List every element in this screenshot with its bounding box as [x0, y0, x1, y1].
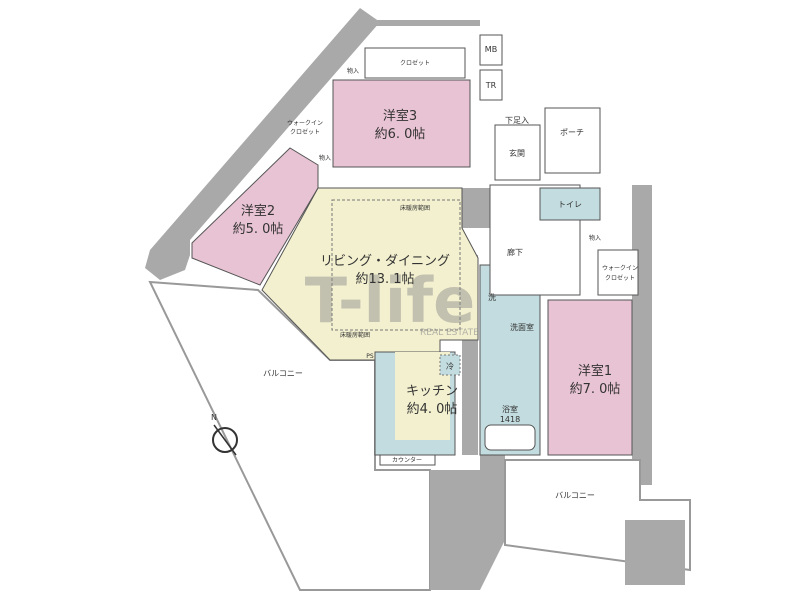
closet-label: クロゼット	[400, 59, 430, 67]
walkin-right-1: ウォークイン	[602, 264, 638, 272]
wall-corner	[625, 520, 685, 585]
room-western1	[547, 299, 633, 456]
walkin-closet-right	[597, 249, 639, 296]
washer-label: 洗	[488, 292, 496, 302]
walkin-left-2: クロゼット	[290, 128, 320, 136]
washroom-label: 洗面室	[510, 322, 534, 332]
storage-label-top: 物入	[347, 67, 359, 75]
tr-closet	[479, 69, 503, 101]
room-washroom	[479, 264, 541, 456]
entrance-label: 玄関	[509, 148, 525, 158]
room-living	[261, 187, 479, 361]
room-toilet	[539, 187, 601, 221]
western1-size: 約7. 0帖	[570, 382, 621, 397]
kitchen-size: 約4. 0帖	[407, 402, 458, 417]
compass-icon	[212, 424, 238, 456]
walkin-left-1: ウォークイン	[287, 119, 323, 127]
western2-size: 約5. 0帖	[233, 222, 284, 237]
balcony-left	[148, 280, 431, 591]
watermark-sub: REAL ESTATE	[420, 328, 479, 338]
room-porch	[544, 107, 601, 174]
bath-tub	[484, 424, 536, 451]
western1-name: 洋室1	[578, 363, 612, 379]
bath-name: 浴室	[502, 404, 518, 414]
outer-wall-left	[145, 8, 380, 280]
compass-north: N	[211, 413, 217, 422]
living-name: リビング・ダイニング	[320, 254, 450, 269]
storage-label-left: 物入	[319, 154, 331, 162]
western3-name: 洋室3	[383, 108, 417, 124]
toilet-label: トイレ	[558, 200, 582, 209]
shoe-storage-label: 下足入	[505, 116, 529, 125]
wall-lower-center	[430, 455, 505, 590]
western3-size: 約6. 0帖	[375, 127, 426, 142]
kitchen-name: キッチン	[406, 384, 458, 399]
tr-label: TR	[485, 81, 497, 90]
fridge-label: 冷	[446, 361, 454, 371]
balcony-left-label: バルコニー	[263, 369, 303, 378]
living-size: 約13. 1帖	[355, 272, 414, 287]
wall-top	[355, 20, 480, 26]
counter	[379, 454, 436, 466]
western2-name: 洋室2	[241, 203, 275, 219]
watermark-logo: T-life	[305, 264, 475, 337]
walkin-right-2: クロゼット	[605, 274, 635, 282]
room-entrance	[494, 124, 541, 181]
counter-label: カウンター	[392, 456, 422, 464]
porch-label: ポーチ	[560, 128, 584, 137]
ps-label: PS	[366, 353, 374, 360]
mb-label: MB	[485, 45, 497, 54]
bath-size: 1418	[500, 415, 520, 424]
hall-label: 廊下	[507, 247, 523, 257]
floor-heating-area	[331, 199, 461, 331]
room-western3	[332, 79, 471, 168]
wall-center-column	[462, 188, 490, 228]
wall-right	[632, 185, 652, 485]
storage-label-right: 物入	[589, 234, 601, 242]
floor-heating-label-bottom: 床暖房範囲	[340, 331, 370, 339]
balcony-right-label: バルコニー	[555, 491, 595, 500]
mb-closet	[479, 34, 503, 66]
fridge-space	[439, 354, 461, 376]
floor-heating-label-top: 床暖房範囲	[400, 204, 430, 212]
closet-top	[364, 47, 466, 79]
